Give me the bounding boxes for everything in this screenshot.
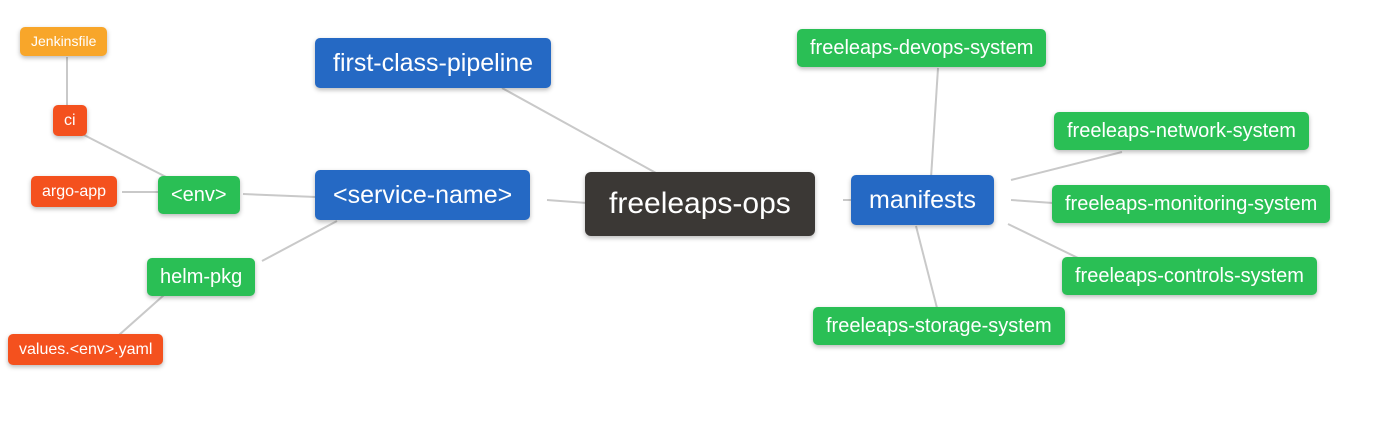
node-env[interactable]: <env> <box>158 176 240 214</box>
edge-helm-pkg-values-yaml <box>118 294 165 336</box>
edge-manifests-network-system <box>1010 151 1123 181</box>
node-storage-system[interactable]: freeleaps-storage-system <box>813 307 1065 345</box>
node-argo-app[interactable]: argo-app <box>31 176 118 208</box>
node-values-yaml[interactable]: values.<env>.yaml <box>8 334 164 366</box>
node-ci[interactable]: ci <box>53 105 87 137</box>
node-jenkinsfile[interactable]: Jenkinsfile <box>20 27 108 56</box>
edge-manifests-devops-system <box>930 67 939 179</box>
edge-manifests-storage-system <box>915 225 938 309</box>
edge-service-name-helm-pkg <box>261 220 338 262</box>
edge-env-service-name <box>242 193 317 198</box>
edge-manifests-monitoring-system <box>1010 199 1054 204</box>
edge-first-class-pipeline-root <box>501 87 657 174</box>
node-service-name[interactable]: <service-name> <box>315 170 531 220</box>
node-helm-pkg[interactable]: helm-pkg <box>147 258 256 296</box>
node-network-system[interactable]: freeleaps-network-system <box>1054 112 1309 150</box>
node-devops-system[interactable]: freeleaps-devops-system <box>797 29 1047 67</box>
node-root-freeleaps-ops[interactable]: freeleaps-ops <box>585 172 815 236</box>
node-monitoring-system[interactable]: freeleaps-monitoring-system <box>1052 185 1331 223</box>
edge-service-name-root <box>546 199 588 204</box>
node-first-class-pipeline[interactable]: first-class-pipeline <box>315 38 552 88</box>
edge-ci-env <box>83 134 173 181</box>
node-controls-system[interactable]: freeleaps-controls-system <box>1062 257 1317 295</box>
node-manifests[interactable]: manifests <box>851 175 994 225</box>
edge-manifests-controls-system <box>1007 223 1079 259</box>
